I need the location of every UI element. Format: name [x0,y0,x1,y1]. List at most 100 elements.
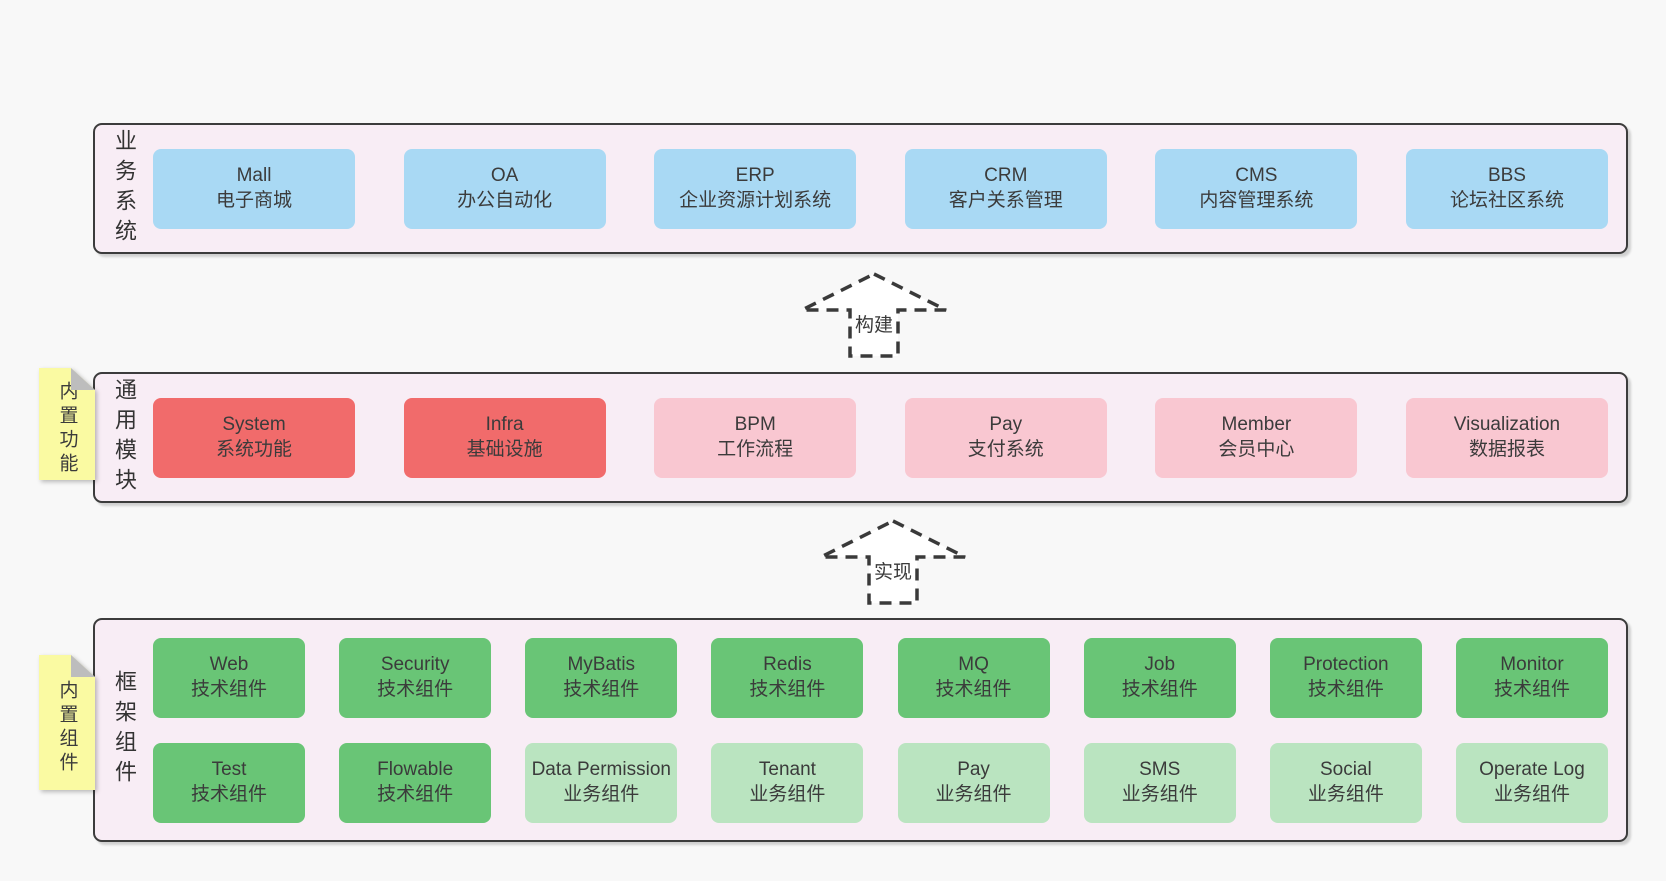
layer-label-text: 业务系统 [112,128,137,249]
box-title: Job [1144,653,1176,675]
box-subtitle: 支付系统 [967,438,1044,460]
box-title: CRM [984,164,1028,186]
box-title: System [222,413,286,435]
box-title: Flowable [377,758,454,780]
box-subtitle: 企业资源计划系统 [679,189,832,211]
modules-box-infra: Infra 基础设施 [403,397,606,478]
arrow-build-label: 构建 [855,314,893,336]
box-title: Monitor [1500,653,1564,675]
business-box-erp: ERP 企业资源计划系统 [654,148,857,229]
note-text: 内置组件 [56,679,78,776]
box-subtitle: 基础设施 [466,438,543,460]
box-title: Protection [1303,653,1389,675]
box-title: Web [209,653,249,675]
box-subtitle: 业务组件 [935,783,1012,805]
components-box-flowable: Flowable 技术组件 [339,742,492,823]
box-subtitle: 工作流程 [717,438,794,460]
note-fold-corner-icon [71,368,95,390]
box-title: Pay [989,413,1023,435]
box-subtitle: 业务组件 [1121,783,1198,805]
box-title: Redis [763,653,812,675]
box-title: Test [211,758,247,780]
components-box-data-permission: Data Permission 业务组件 [525,742,678,823]
box-subtitle: 技术组件 [1307,678,1384,700]
box-title: Pay [957,758,990,780]
box-title: Social [1319,758,1372,780]
box-subtitle: 系统功能 [215,438,292,460]
box-title: CMS [1235,164,1278,186]
box-subtitle: 数据报表 [1468,438,1545,460]
layer-label-framework-components: 框架组件 [95,620,153,840]
box-subtitle: 技术组件 [749,678,826,700]
box-subtitle: 业务组件 [749,783,826,805]
box-subtitle: 技术组件 [190,678,267,700]
dashed-up-arrow-icon: 构建 [801,272,947,358]
components-box-job: Job 技术组件 [1083,637,1236,718]
box-subtitle: 论坛社区系统 [1449,189,1564,211]
box-title: Mall [236,164,272,186]
business-box-oa: OA 办公自动化 [403,148,606,229]
components-box-redis: Redis 技术组件 [711,637,864,718]
modules-box-system: System 系统功能 [153,397,355,478]
sticky-note: 内置组件 [39,655,95,790]
arrow-build: 构建 [800,272,948,358]
note-built-in-features: 内置功能 [39,368,95,480]
note-fold-corner-icon [71,655,95,677]
business-box-bbs: BBS 论坛社区系统 [1405,148,1608,229]
layer-label-common-modules: 通用模块 [95,374,153,501]
box-subtitle: 电子商城 [215,189,292,211]
box-title: ERP [735,164,775,186]
box-title: Data Permission [531,758,671,780]
modules-box-visualization: Visualization 数据报表 [1405,397,1608,478]
box-subtitle: 技术组件 [563,678,640,700]
box-title: MyBatis [567,653,636,675]
layer-label-business-systems: 业务系统 [95,125,153,252]
box-subtitle: 技术组件 [1121,678,1198,700]
components-box-social: Social 业务组件 [1269,742,1422,823]
layer-business-systems: 业务系统 Mall 电子商城 OA 办公自动化 ERP 企业资源计划系统 CRM 客户关系管理… [93,123,1628,254]
modules-box-member: Member 会员中心 [1155,397,1358,478]
layer-label-text: 通用模块 [112,377,137,498]
box-title: Visualization [1453,413,1561,435]
layer-label-text: 框架组件 [112,670,137,790]
dashed-up-arrow-icon: 实现 [820,519,966,605]
box-subtitle: 技术组件 [935,678,1012,700]
box-title: Infra [485,413,524,435]
box-subtitle: 办公自动化 [457,189,553,211]
box-title: OA [490,164,519,186]
box-subtitle: 会员中心 [1218,438,1295,460]
business-box-crm: CRM 客户关系管理 [904,148,1107,229]
box-subtitle: 业务组件 [563,783,640,805]
components-box-mybatis: MyBatis 技术组件 [525,637,678,718]
box-subtitle: 技术组件 [1493,678,1570,700]
box-title: Operate Log [1479,758,1585,780]
box-title: BBS [1487,164,1526,186]
box-subtitle: 客户关系管理 [948,189,1063,211]
components-box-protection: Protection 技术组件 [1269,637,1422,718]
box-title: Member [1221,413,1292,435]
box-subtitle: 业务组件 [1307,783,1384,805]
box-title: Security [380,653,450,675]
box-title: SMS [1139,758,1181,780]
arrow-implement: 实现 [819,519,967,605]
box-subtitle: 技术组件 [377,678,454,700]
components-box-pay: Pay 业务组件 [897,742,1050,823]
components-box-sms: SMS 业务组件 [1083,742,1236,823]
box-subtitle: 技术组件 [377,783,454,805]
